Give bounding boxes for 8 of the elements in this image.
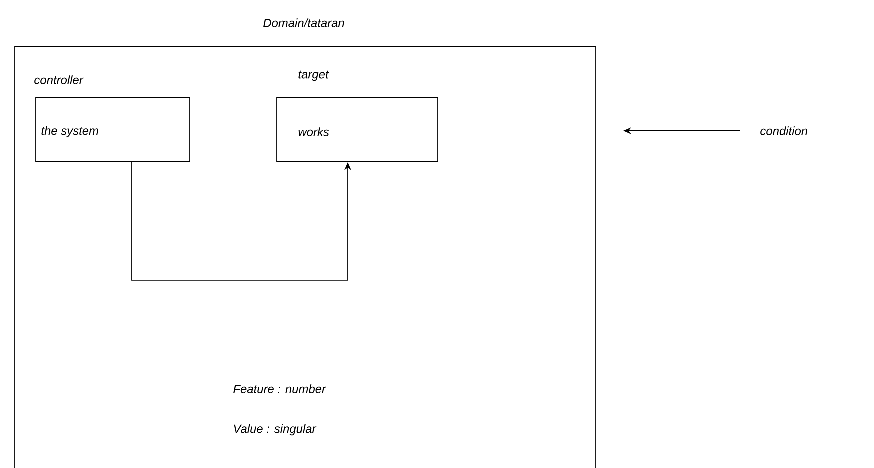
heading: Domain/tataran [264, 18, 344, 28]
box-text: works [298, 128, 330, 136]
heading: target [298, 70, 330, 82]
heading: controller [34, 76, 84, 84]
feature-text: Feature : number [234, 384, 326, 394]
feature-text: Value : singular [234, 424, 317, 436]
box-text: the system [42, 126, 98, 138]
condition-text: condition [760, 126, 808, 136]
